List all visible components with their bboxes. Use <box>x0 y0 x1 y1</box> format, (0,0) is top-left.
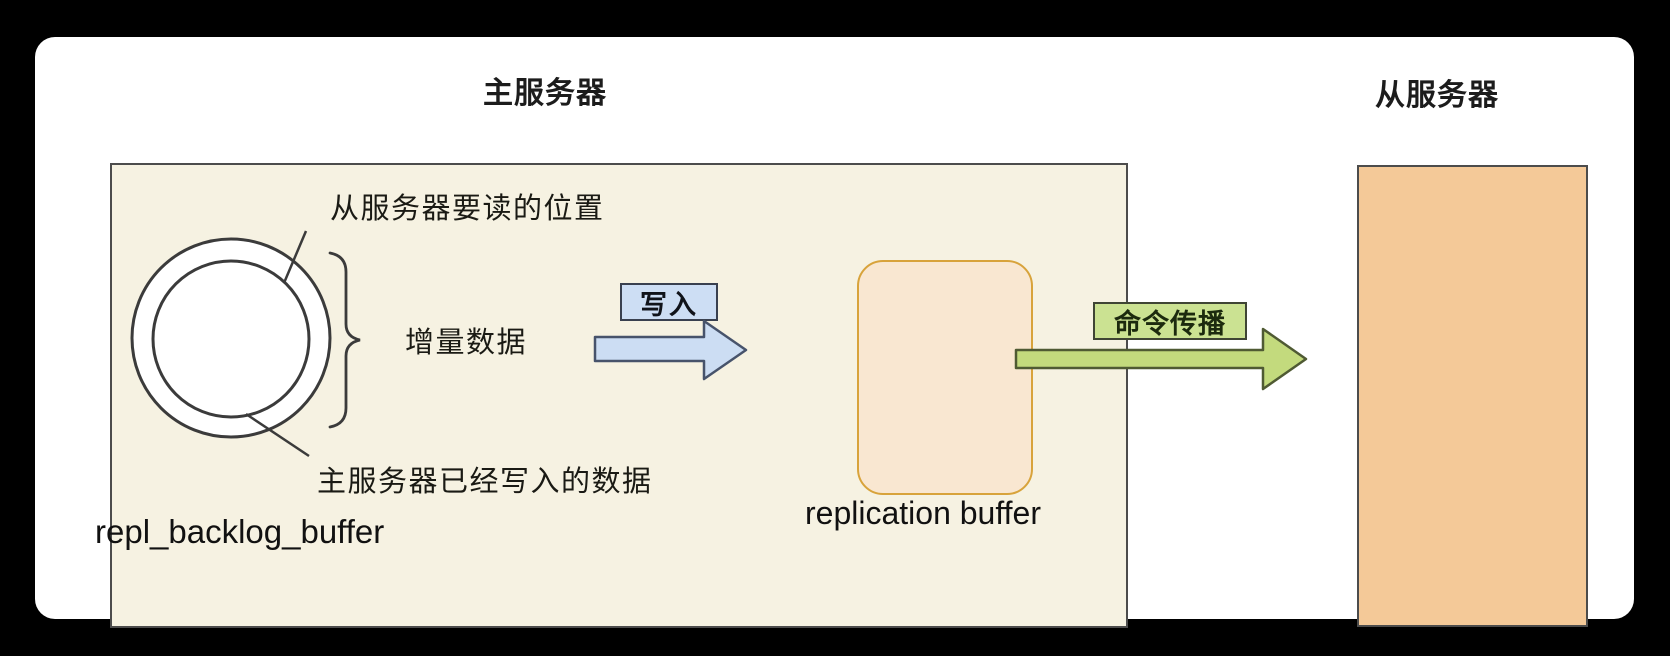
replication-buffer-label: replication buffer <box>805 495 1041 531</box>
slave-server-box <box>1357 165 1588 627</box>
incremental-data-label: 增量数据 <box>405 327 528 359</box>
written-data-label: 主服务器已经写入的数据 <box>317 466 653 498</box>
repl-backlog-buffer-label: repl_backlog_buffer <box>95 513 385 550</box>
replication-buffer-box <box>857 260 1033 495</box>
command-propagation-tag: 命令传播 <box>1093 302 1247 340</box>
slave-server-title: 从服务器 <box>1375 79 1499 112</box>
master-server-title: 主服务器 <box>483 77 607 110</box>
write-tag: 写入 <box>620 283 718 321</box>
diagram-canvas: 主服务器 从服务器 从服务器要读的位置 增量数据 主服务器已经写入的数据 rep… <box>35 37 1634 628</box>
read-position-label: 从服务器要读的位置 <box>330 193 605 225</box>
